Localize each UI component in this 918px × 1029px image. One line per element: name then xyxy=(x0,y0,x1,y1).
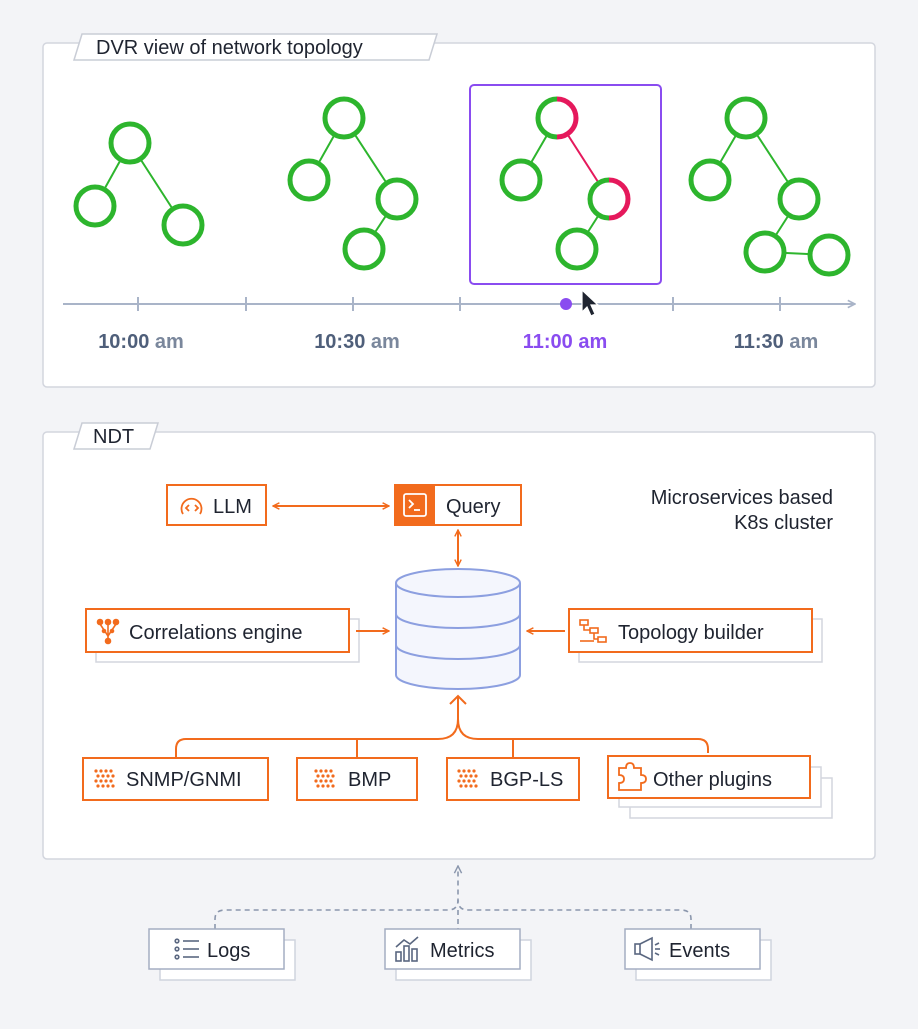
hierarchy-icon xyxy=(579,619,607,643)
node-1030-root xyxy=(322,96,366,140)
puzzle-icon xyxy=(618,762,647,791)
svg-text:BMP: BMP xyxy=(348,769,391,791)
mouse-pointer-icon xyxy=(581,288,600,317)
node-1030-leaf xyxy=(342,227,386,271)
llm-box[interactable]: LLM xyxy=(166,484,267,526)
data-sources: Logs Metrics Events xyxy=(148,866,772,981)
svg-text:BGP-LS: BGP-LS xyxy=(490,769,563,791)
node-1000-right xyxy=(161,203,205,247)
topology-nodes xyxy=(73,96,851,277)
node-1100-leaf xyxy=(555,227,599,271)
query-box[interactable]: Query xyxy=(394,484,522,526)
source-logs[interactable]: Logs xyxy=(148,928,296,981)
node-1000-root xyxy=(108,121,152,165)
terminal-icon xyxy=(403,493,427,517)
svg-text:Correlations engine: Correlations engine xyxy=(129,622,302,644)
node-1030-right xyxy=(375,177,419,221)
signal-dots-icon xyxy=(94,769,115,788)
plugin-bgp-ls[interactable]: BGP-LS xyxy=(446,757,580,801)
chart-icon xyxy=(395,936,419,962)
node-1030-left xyxy=(287,158,331,202)
node-1130-right xyxy=(777,177,821,221)
source-events[interactable]: Events xyxy=(624,928,772,981)
svg-text:LLM: LLM xyxy=(213,496,252,518)
svg-text:Metrics: Metrics xyxy=(430,940,494,962)
svg-text:Other plugins: Other plugins xyxy=(653,769,772,791)
node-1130-extra xyxy=(807,233,851,277)
plugin-other[interactable]: Other plugins xyxy=(607,755,833,819)
list-icon xyxy=(174,938,199,960)
node-1130-left xyxy=(688,158,732,202)
svg-text:Logs: Logs xyxy=(207,940,250,962)
dvr-panel-title: DVR view of network topology xyxy=(96,37,363,59)
dvr-title-tab xyxy=(72,33,439,61)
node-1100-right xyxy=(587,177,631,221)
node-1000-left xyxy=(73,184,117,228)
svg-text:Query: Query xyxy=(446,496,500,518)
svg-text:SNMP/GNMI: SNMP/GNMI xyxy=(126,769,242,791)
node-1100-left xyxy=(499,158,543,202)
timeline-ticks xyxy=(137,297,781,311)
dvr-panel-frame xyxy=(42,42,876,388)
network-tree-icon xyxy=(96,618,120,645)
cluster-label-line-2: K8s cluster xyxy=(734,512,833,534)
plugin-connectors xyxy=(175,694,709,758)
ndt-panel: NDT Microservices based K8s cluster LLM … xyxy=(42,422,876,860)
brain-icon xyxy=(180,497,203,515)
ndt-title-tab xyxy=(72,422,160,450)
source-connectors xyxy=(214,866,692,929)
node-1130-leaf xyxy=(743,230,787,274)
correlations-engine-box[interactable]: Correlations engine xyxy=(85,608,360,663)
timeline-cursor-dot[interactable] xyxy=(560,298,572,310)
source-metrics[interactable]: Metrics xyxy=(384,928,532,981)
node-1130-root xyxy=(724,96,768,140)
time-label-2[interactable]: 10:30 am xyxy=(314,331,400,353)
node-1100-root xyxy=(535,96,579,140)
topology-builder-box[interactable]: Topology builder xyxy=(568,608,823,663)
time-label-4[interactable]: 11:30 am xyxy=(734,331,819,353)
plugin-snmp-gnmi[interactable]: SNMP/GNMI xyxy=(82,757,269,801)
plugin-bmp[interactable]: BMP xyxy=(296,757,418,801)
selected-snapshot-frame[interactable] xyxy=(469,84,662,285)
cluster-label-line-1: Microservices based xyxy=(651,487,833,509)
svg-text:Events: Events xyxy=(669,940,730,962)
ndt-panel-title: NDT xyxy=(93,426,134,448)
signal-dots-icon xyxy=(457,769,478,788)
megaphone-icon xyxy=(634,936,660,962)
time-label-1[interactable]: 10:00 am xyxy=(98,331,184,353)
database-icon xyxy=(395,568,521,690)
svg-text:Topology builder: Topology builder xyxy=(618,622,764,644)
dvr-panel: DVR view of network topology xyxy=(42,33,876,388)
time-label-3[interactable]: 11:00 am xyxy=(523,331,608,353)
signal-dots-icon xyxy=(314,769,335,788)
